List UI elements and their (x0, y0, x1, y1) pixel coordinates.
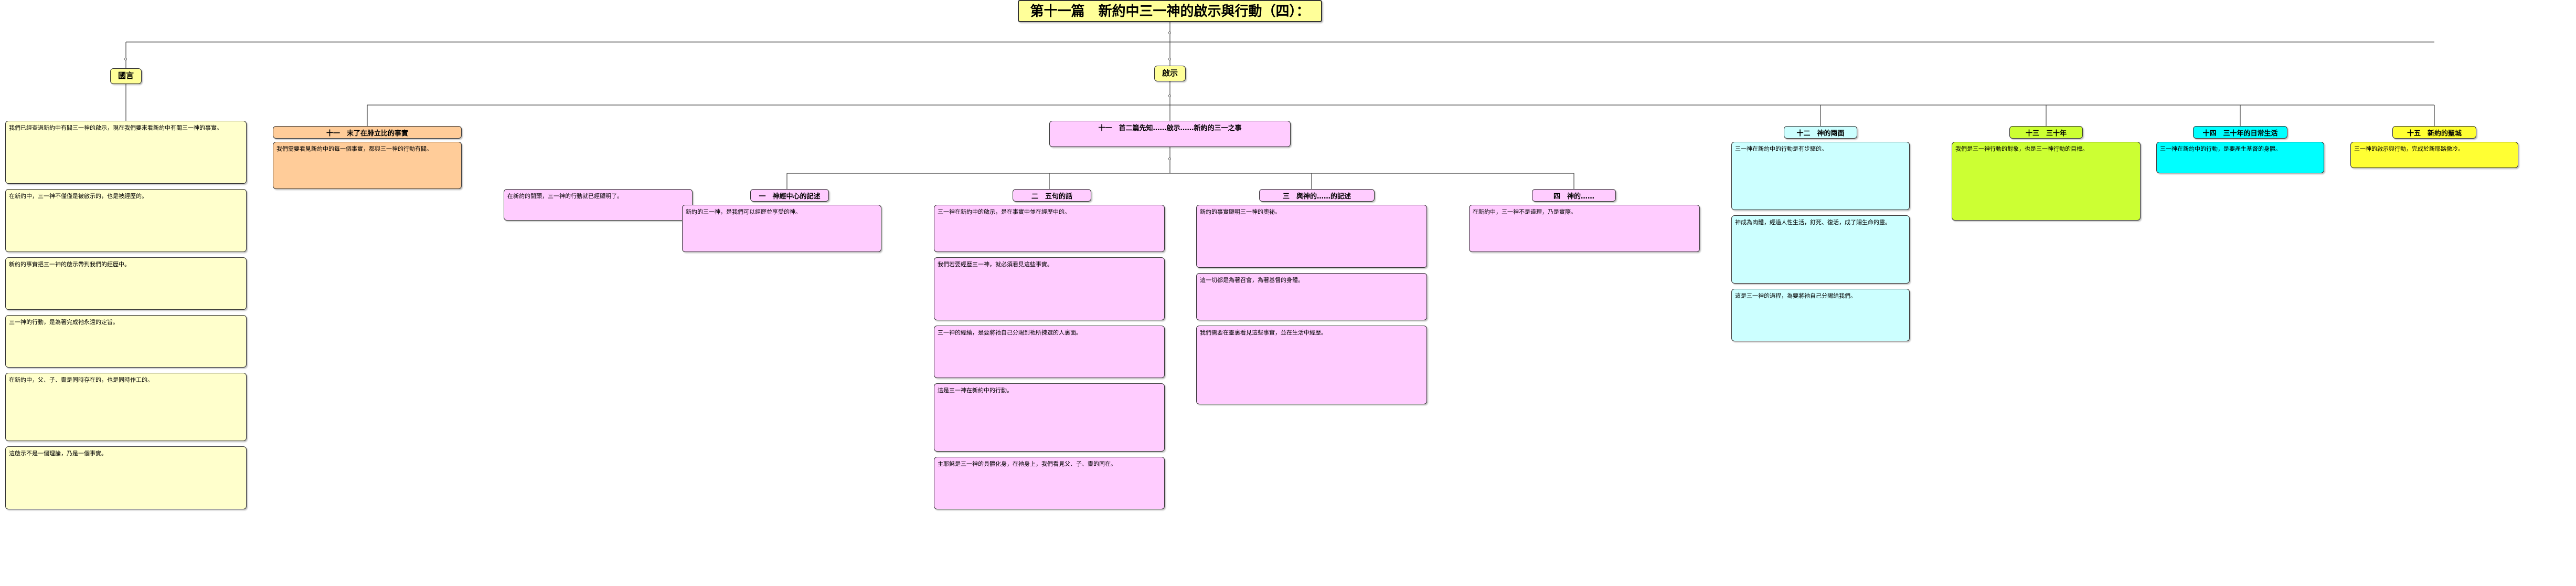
junction-dot (1168, 32, 1171, 34)
node-8[interactable]: 四 神的…… (1532, 189, 1616, 202)
junction-dot (1168, 58, 1171, 60)
node-5-text: 新約的三一神，是我們可以經歷並享受的神。 (682, 205, 881, 252)
node-10[interactable]: 十三 三十年 (2009, 126, 2083, 139)
node-10-text: 我們是三一神行動的對象，也是三一神行動的目標。 (1952, 142, 2141, 221)
node-6-text-5: 主耶穌是三一神的具體化身，在祂身上，我們看見父、子、靈的同在。 (934, 457, 1165, 509)
intro-text-5: 在新約中，父、子、靈是同時存在的，也是同時作工的。 (5, 373, 247, 441)
title-text: 第十一篇 新約中三一神的啟示與行動（四）：新約的事實的啟示 (1030, 4, 1310, 19)
node-6-text-2: 我們若要經歷三一神，就必須看見這些事實。 (934, 257, 1165, 320)
node-11[interactable]: 十四 三十年的日常生活 (2193, 126, 2287, 139)
junction-dot (124, 58, 127, 60)
node-11-text: 三一神在新約中的行動，是要產生基督的身體。 (2156, 142, 2324, 173)
node-9-text-2: 神成為肉體，經過人性生活，釘死、復活，成了賜生命的靈。 (1731, 215, 1910, 284)
node-9-text-3: 這是三一神的過程，為要將祂自己分賜給我們。 (1731, 289, 1910, 341)
intro-text-2: 在新約中，三一神不僅僅是被啟示的，也是被經歷的。 (5, 189, 247, 252)
node-6-text-1: 三一神在新約中的啟示，是在事實中並在經歷中的。 (934, 205, 1165, 252)
node-revelation[interactable]: 啟示 (1154, 66, 1186, 81)
node-3b-text: 在新約的開頭，三一神的行動就已經顯明了。 (504, 189, 693, 221)
intro-text-1: 我們已經查過新約中有關三一神的啟示，現在我們要來看新約中有關三一神的事實。 (5, 121, 247, 184)
node-7-text-2: 這一切都是為著召會，為著基督的身體。 (1196, 273, 1427, 320)
node-7[interactable]: 三 與神的……的記述 (1259, 189, 1375, 202)
node-7-text-1: 新約的事實顯明三一神的奧祕。 (1196, 205, 1427, 268)
node-3[interactable]: 十一 末了在腓立比的事實 (273, 126, 462, 139)
node-intro[interactable]: 國言 (110, 68, 142, 84)
intro-text-4: 三一神的行動，是為著完成祂永遠的定旨。 (5, 315, 247, 368)
junction-dot (1168, 158, 1171, 160)
junction-dot (1168, 95, 1171, 97)
intro-text-6: 這啟示不是一個理論，乃是一個事實。 (5, 446, 247, 509)
node-7-text-3: 我們需要在靈裏看見這些事實，並在生活中經歷。 (1196, 326, 1427, 404)
node-6-text-3: 三一神的經綸，是要將祂自己分賜到祂所揀選的人裏面。 (934, 326, 1165, 378)
node-6-text-4: 這是三一神在新約中的行動。 (934, 383, 1165, 452)
node-5[interactable]: 一 神經中心的記述 (750, 189, 829, 202)
node-4[interactable]: 十一 首二篇先知……啟示……新約的三一之事 (1049, 121, 1291, 147)
node-9[interactable]: 十二 神的兩面 (1784, 126, 1857, 139)
node-12-text: 三一神的啟示與行動，完成於新耶路撒冷。 (2350, 142, 2518, 168)
node-12[interactable]: 十五 新約的聖城 (2392, 126, 2476, 139)
page-title: 第十一篇 新約中三一神的啟示與行動（四）：新約的事實的啟示 (1018, 0, 1322, 22)
node-9-text-1: 三一神在新約中的行動是有步驟的。 (1731, 142, 1910, 210)
node-3-text: 我們需要看見新約中的每一個事實，都與三一神的行動有關。 (273, 142, 462, 189)
intro-text-3: 新約的事實把三一神的啟示帶到我們的經歷中。 (5, 257, 247, 310)
node-6[interactable]: 二 五句的話 (1013, 189, 1091, 202)
node-8-text: 在新約中，三一神不是道理，乃是實際。 (1469, 205, 1700, 252)
